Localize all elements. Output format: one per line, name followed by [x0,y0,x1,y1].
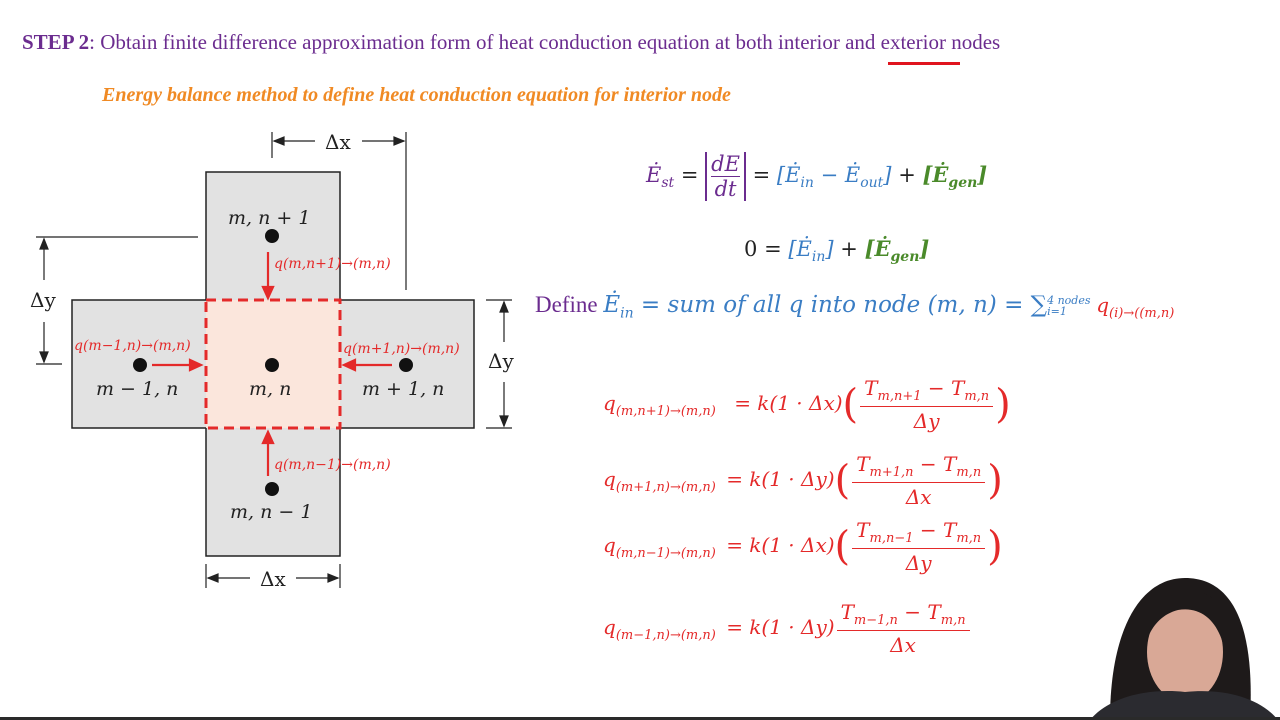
dy-left-dimension [36,236,198,365]
energy-balance-equation: Ėst = dE dt = [Ėin − Ėout] + [Ėgen] [646,152,988,201]
q-symbol: q [603,391,616,415]
dy-right-label: Δy [488,349,514,373]
q-equation-right: q(m+1,n)→(m,n) = k(1 · Δy)(Tm+1,n − Tm,n… [603,452,1003,509]
node-center-label: m, n [249,378,291,400]
flow-top-label: q(m,n+1)→(m,n) [274,256,391,272]
dedt-term: dE dt [705,152,746,201]
node-left-dot [133,358,147,372]
bottom-bar [0,717,1280,720]
subtitle: Energy balance method to define heat con… [102,84,731,106]
node-top-label: m, n + 1 [228,207,310,229]
define-q: q(i)→((m,n) [1096,293,1175,321]
presenter-video [1050,570,1280,720]
steady-state-equation: 0 = [Ėin] + [Ėgen] [744,236,930,266]
node-diagram: Δx Δy Δy Δx m, n + 1 m, n m − 1, [30,130,514,591]
node-center-dot [265,358,279,372]
dx-bottom-dimension [205,564,341,588]
node-bottom-dot [265,482,279,496]
ein-term: [Ėin] [788,237,834,266]
control-volume [204,298,342,430]
node-top-dot [265,229,279,243]
dy-left-label: Δy [30,288,56,312]
dx-top-dimension [271,132,407,290]
dx-top-label: Δx [325,130,351,154]
node-left-label: m − 1, n [96,378,178,400]
node-dots [133,229,413,496]
est-term: Ėst [646,163,675,192]
define-expression: Ėin = sum of all q into node (m, n) = ∑4… [603,292,1091,322]
q-equation-top: q(m,n+1)→(m,n) = k(1 · Δx)(Tm,n+1 − Tm,n… [603,376,1011,433]
step-text: : Obtain finite difference approximation… [89,30,1001,54]
step-label: STEP 2 [22,30,90,54]
flow-right-label: q(m+1,n)→(m,n) [343,341,460,357]
egen-term: [Ėgen] [922,162,988,192]
define-line: Define Ėin = sum of all q into node (m, … [535,292,1174,322]
node-right-label: m + 1, n [362,378,444,400]
ein-eout-term: [Ėin − Ėout] [776,163,892,192]
dx-bottom-label: Δx [260,567,286,591]
node-bottom-label: m, n − 1 [230,501,312,523]
node-right-dot [399,358,413,372]
flow-bottom-label: q(m,n−1)→(m,n) [274,457,391,473]
flow-left-label: q(m−1,n)→(m,n) [74,338,191,354]
q-equation-bottom: q(m,n−1)→(m,n) = k(1 · Δx)(Tm,n−1 − Tm,n… [603,518,1003,575]
flow-arrows [152,252,392,476]
egen-term-2: [Ėgen] [864,236,930,266]
define-word: Define [535,292,598,317]
interior-underline [888,62,960,65]
step-title: STEP 2: Obtain finite difference approxi… [22,30,1000,55]
dy-right-dimension [486,299,512,429]
